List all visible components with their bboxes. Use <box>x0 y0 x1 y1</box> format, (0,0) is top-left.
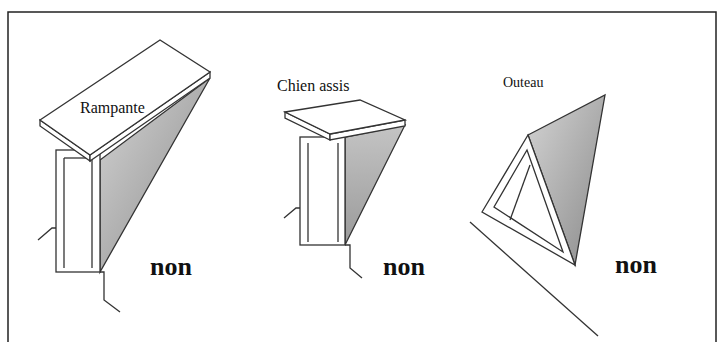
dormer-label: Rampante <box>80 100 145 116</box>
verdict-label: non <box>383 254 425 280</box>
verdict-label: non <box>615 252 657 278</box>
frame <box>8 12 716 342</box>
verdict-label: non <box>150 254 192 280</box>
dormer-label: Chien assis <box>277 78 349 94</box>
dormer-label: Outeau <box>503 76 543 90</box>
rampante-dormer <box>38 40 210 312</box>
outeau-dormer <box>470 95 605 336</box>
chien-assis-dormer <box>284 100 405 278</box>
